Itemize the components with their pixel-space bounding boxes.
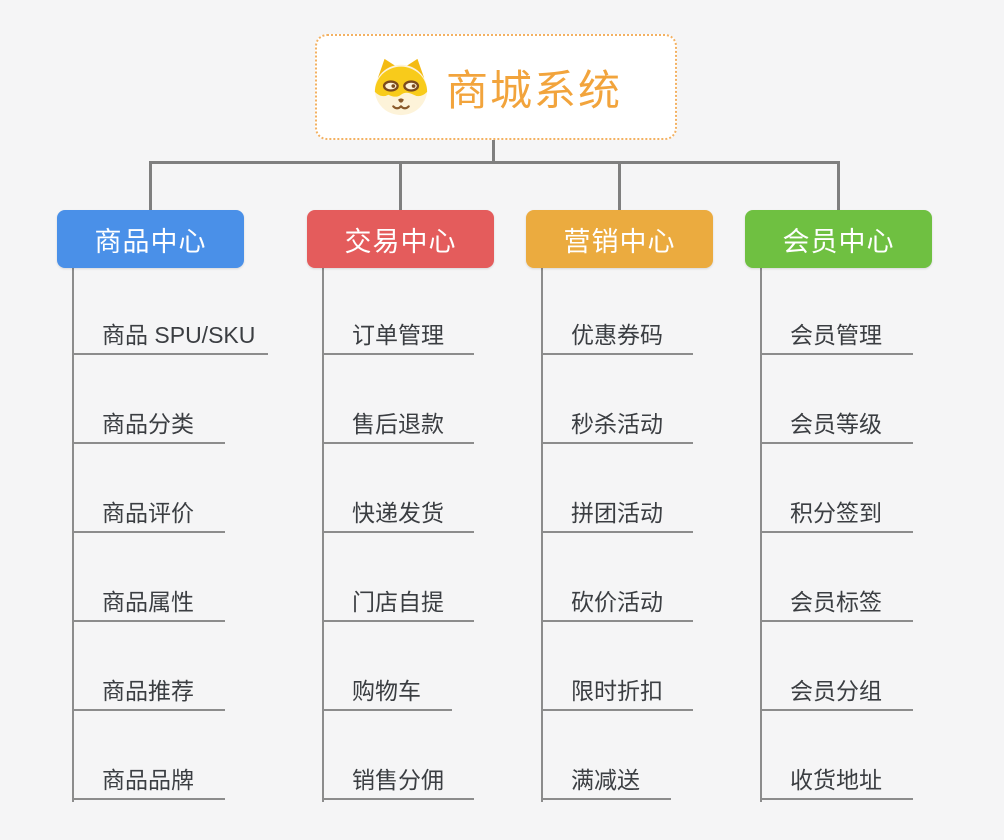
connector-drop-product	[149, 161, 152, 210]
tree-node[interactable]: 售后退款	[322, 404, 474, 444]
tree-node[interactable]: 会员分组	[760, 671, 913, 711]
tree-node[interactable]: 满减送	[541, 760, 671, 800]
branch-trunk-marketing	[541, 268, 543, 802]
tree-node[interactable]: 会员管理	[760, 315, 913, 355]
tree-node[interactable]: 会员等级	[760, 404, 913, 444]
tree-node[interactable]: 商品分类	[72, 404, 225, 444]
tree-node[interactable]: 优惠券码	[541, 315, 693, 355]
connector-bus	[149, 161, 840, 164]
tree-node[interactable]: 销售分佣	[322, 760, 474, 800]
tree-node[interactable]: 会员标签	[760, 582, 913, 622]
tree-node[interactable]: 商品品牌	[72, 760, 225, 800]
tree-node[interactable]: 积分签到	[760, 493, 913, 533]
branch-node-product-center[interactable]: 商品中心	[57, 210, 244, 268]
tree-node[interactable]: 砍价活动	[541, 582, 693, 622]
root-node-mall-system[interactable]: 商城系统	[315, 34, 677, 140]
connector-drop-member	[837, 161, 840, 210]
tree-node[interactable]: 快递发货	[322, 493, 474, 533]
connector-drop-marketing	[618, 161, 621, 210]
tree-node[interactable]: 订单管理	[322, 315, 474, 355]
dog-face-icon	[374, 58, 428, 116]
branch-trunk-member	[760, 268, 762, 802]
branch-node-trade-center[interactable]: 交易中心	[307, 210, 494, 268]
tree-node[interactable]: 限时折扣	[541, 671, 693, 711]
tree-node[interactable]: 商品 SPU/SKU	[72, 315, 268, 355]
tree-node[interactable]: 商品推荐	[72, 671, 225, 711]
tree-node[interactable]: 商品属性	[72, 582, 225, 622]
connector-root-stem	[492, 140, 495, 164]
tree-node[interactable]: 购物车	[322, 671, 452, 711]
branch-node-label: 交易中心	[344, 226, 457, 257]
tree-node[interactable]: 门店自提	[322, 582, 474, 622]
root-node-title: 商城系统	[445, 66, 622, 114]
branch-trunk-trade	[322, 268, 324, 802]
branch-trunk-product	[72, 268, 74, 802]
tree-node[interactable]: 收货地址	[760, 760, 913, 800]
branch-node-marketing-center[interactable]: 营销中心	[526, 210, 713, 268]
tree-node[interactable]: 秒杀活动	[541, 404, 693, 444]
branch-node-label: 商品中心	[94, 226, 207, 257]
branch-node-label: 会员中心	[782, 226, 895, 257]
branch-node-member-center[interactable]: 会员中心	[745, 210, 932, 268]
connector-drop-trade	[399, 161, 402, 210]
tree-node[interactable]: 商品评价	[72, 493, 225, 533]
branch-node-label: 营销中心	[563, 226, 676, 257]
tree-node[interactable]: 拼团活动	[541, 493, 693, 533]
